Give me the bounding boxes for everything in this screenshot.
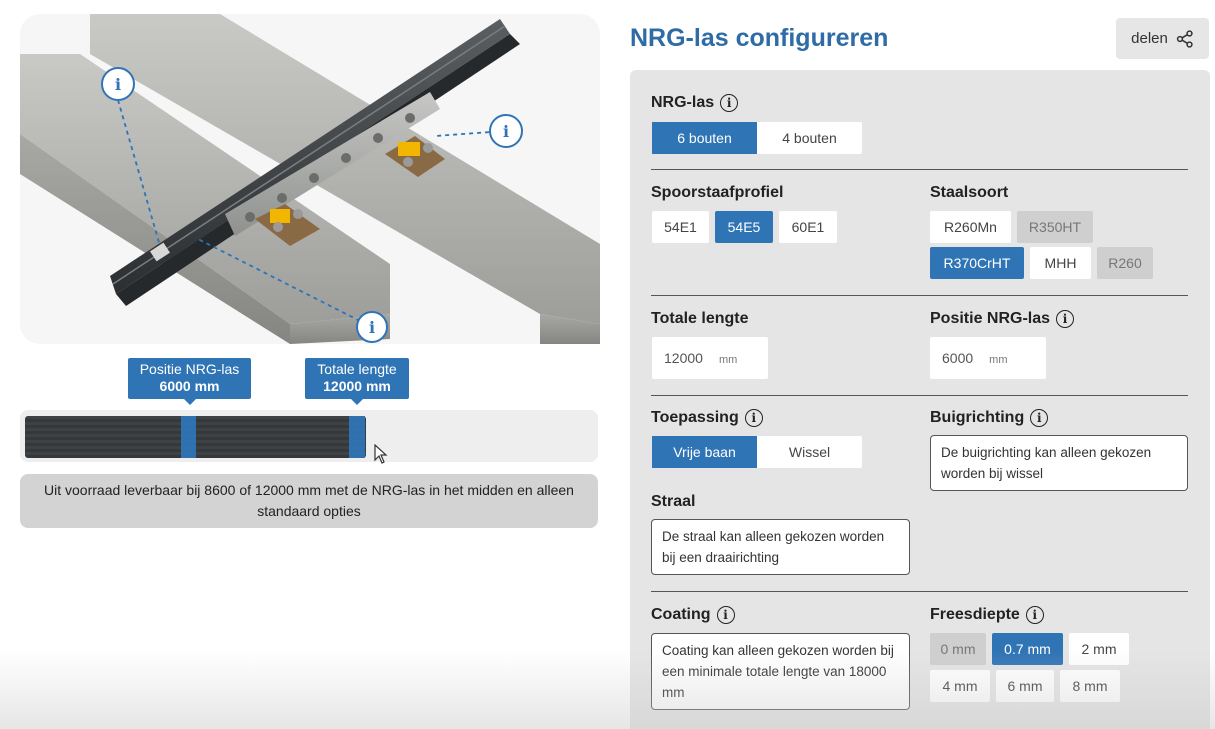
total-length-value: 12000 [664, 350, 703, 366]
application-option-wissel[interactable]: Wissel [788, 444, 831, 460]
application-label-text: Toepassing [651, 409, 739, 426]
stock-availability-note: Uit voorraad leverbaar bij 8600 of 12000… [20, 474, 598, 528]
share-button-label: delen [1131, 30, 1168, 47]
info-marker-weld[interactable]: i [356, 311, 388, 343]
length-label-title: Totale lengte [317, 361, 397, 377]
position-field-label-text: Positie NRG-las [930, 310, 1051, 327]
radius-note: De straal kan alleen gekozen worden bij … [651, 519, 910, 575]
profile-option-54e5[interactable]: 54E5 [715, 211, 773, 243]
info-icon: i [115, 75, 121, 94]
rail-illustration: i i i [20, 14, 600, 344]
divider [651, 395, 1188, 396]
steel-option-r260: R260 [1097, 247, 1153, 279]
position-label-title: Positie NRG-las [139, 361, 240, 377]
position-marker-handle[interactable] [181, 416, 196, 458]
profile-option-54e1[interactable]: 54E1 [652, 211, 709, 243]
bend-label-text: Buigrichting [930, 409, 1025, 426]
info-icon[interactable]: i [744, 409, 763, 427]
mill-depth-option-8[interactable]: 8 mm [1060, 670, 1120, 702]
info-icon[interactable]: i [1030, 409, 1049, 427]
info-icon[interactable]: i [716, 606, 735, 624]
coating-note: Coating kan alleen gekozen worden bij ee… [651, 633, 910, 710]
length-field-label: Totale lengte [651, 310, 749, 327]
length-label: Totale lengte 12000 mm [305, 358, 409, 405]
sleeper-upper [90, 14, 600, 324]
bend-note: De buigrichting kan alleen gekozen worde… [930, 435, 1188, 491]
page-title: NRG-las configureren [630, 24, 889, 52]
info-icon: i [503, 122, 509, 141]
coating-label-text: Coating [651, 606, 711, 623]
position-field-label: Positie NRG-las i [930, 310, 1075, 328]
steel-option-r370crht[interactable]: R370CrHT [930, 247, 1024, 279]
mill-depth-option-0-7[interactable]: 0.7 mm [992, 633, 1063, 665]
position-unit: mm [989, 353, 1008, 366]
position-value: 6000 [942, 350, 974, 366]
divider [651, 169, 1188, 170]
mill-depth-label: Freesdiepte i [930, 606, 1044, 624]
info-icon[interactable]: i [1056, 310, 1075, 328]
clamp-front [255, 204, 320, 246]
nrg-las-selector: 6 bouten 4 bouten [652, 122, 862, 154]
total-length-unit: mm [718, 353, 738, 366]
application-option-vrije-baan[interactable]: Vrije baan [652, 436, 757, 468]
steel-option-r350ht: R350HT [1017, 211, 1093, 243]
mill-depth-option-2[interactable]: 2 mm [1069, 633, 1129, 665]
nrg-las-label: NRG-las i [651, 94, 739, 112]
info-icon[interactable]: i [1025, 606, 1044, 624]
nrg-las-option-6[interactable]: 6 bouten [652, 122, 757, 154]
nrg-las-label-text: NRG-las [651, 94, 715, 111]
position-label-value: 6000 mm [159, 378, 220, 394]
share-button[interactable]: delen [1116, 18, 1209, 59]
mill-depth-option-6[interactable]: 6 mm [996, 670, 1054, 702]
nrg-las-option-4[interactable]: 4 bouten [782, 130, 837, 146]
info-icon: i [369, 318, 375, 337]
rail-3d-render: i i i [20, 14, 600, 344]
bend-label: Buigrichting i [930, 409, 1049, 427]
sleeper-lower [20, 54, 390, 324]
total-length-input[interactable]: 12000 mm [652, 337, 768, 379]
info-marker-clamp[interactable]: i [489, 114, 523, 148]
info-icon[interactable]: i [720, 94, 739, 112]
profile-option-60e1[interactable]: 60E1 [779, 211, 837, 243]
mouse-cursor-icon [374, 444, 388, 464]
length-marker-handle[interactable] [349, 416, 365, 458]
steel-option-r260mn[interactable]: R260Mn [930, 211, 1011, 243]
clamp-back [385, 136, 445, 177]
length-label-value: 12000 mm [323, 378, 391, 394]
steel-option-mhh[interactable]: MHH [1030, 247, 1091, 279]
profile-label: Spoorstaafprofiel [651, 184, 784, 201]
position-input[interactable]: 6000 mm [930, 337, 1046, 379]
mill-depth-option-4[interactable]: 4 mm [930, 670, 990, 702]
divider [651, 591, 1188, 592]
steel-label: Staalsoort [930, 184, 1009, 201]
application-label: Toepassing i [651, 409, 763, 427]
mill-depth-option-0: 0 mm [930, 633, 986, 665]
share-icon [1176, 29, 1193, 48]
application-selector: Vrije baan Wissel [652, 436, 862, 468]
info-marker-rail-end[interactable]: i [101, 67, 135, 101]
coating-label: Coating i [651, 606, 735, 624]
mill-depth-label-text: Freesdiepte [930, 606, 1020, 623]
position-label: Positie NRG-las 6000 mm [128, 358, 251, 405]
divider [651, 295, 1188, 296]
radius-label: Straal [651, 493, 696, 510]
